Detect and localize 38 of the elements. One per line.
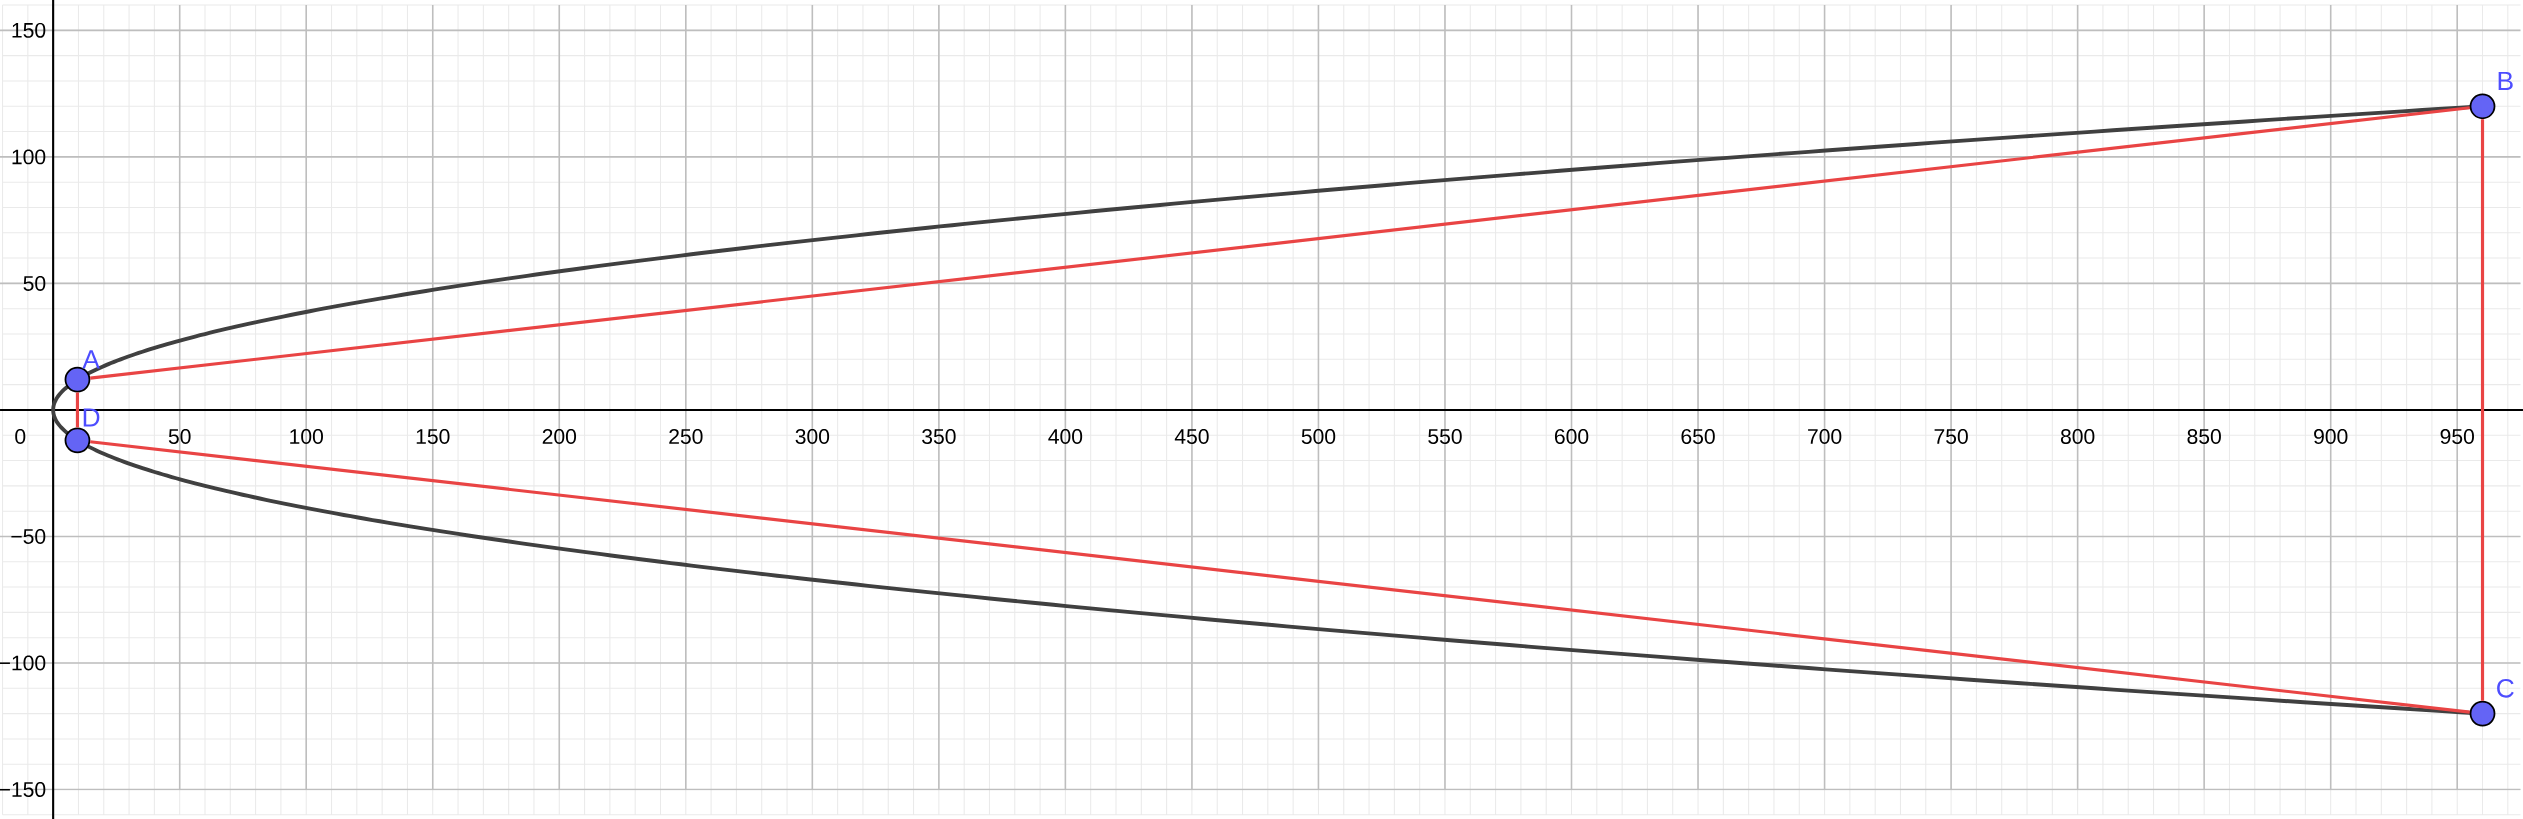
tick-label: 350 [922,429,956,444]
tick-label: 0 [15,429,26,444]
tick-label: 450 [1174,429,1209,444]
tick-label: 500 [1301,429,1336,444]
tick-label: −50 [11,528,46,544]
tick-label: 150 [12,22,46,38]
tick-label: 300 [795,429,830,444]
node-label: D [83,408,100,427]
tick-label: 50 [168,429,191,444]
tick-label: 100 [290,429,323,444]
tick-label: −100 [0,655,46,671]
point: A [64,350,100,393]
node-label: B [2498,71,2513,90]
tick-label: 100 [12,149,46,165]
tick-label: 150 [416,429,450,444]
tick-label: 850 [2187,429,2221,444]
segment [90,106,2470,380]
segment [90,440,2470,714]
tick-label: 750 [1934,429,1968,444]
point: C [2469,678,2514,727]
point: D [64,408,100,454]
node-label: A [82,350,100,369]
tick-label: 900 [2314,429,2348,444]
tick-label: 50 [23,275,46,291]
tick-label: 800 [2060,429,2095,444]
tick-label: 400 [1048,429,1083,444]
segment [75,392,80,428]
tick-label: 950 [2440,429,2474,444]
tick-label: 550 [1428,429,1462,444]
tick-label: 200 [542,429,577,444]
tick-label: 700 [1808,429,1842,444]
tick-label: 650 [1681,429,1715,444]
tick-label: 250 [669,429,703,444]
node-label: C [2497,678,2514,698]
tick-label: 600 [1554,429,1589,444]
point: B [2469,71,2513,120]
segment [2480,119,2485,701]
tick-label: −150 [0,782,46,797]
